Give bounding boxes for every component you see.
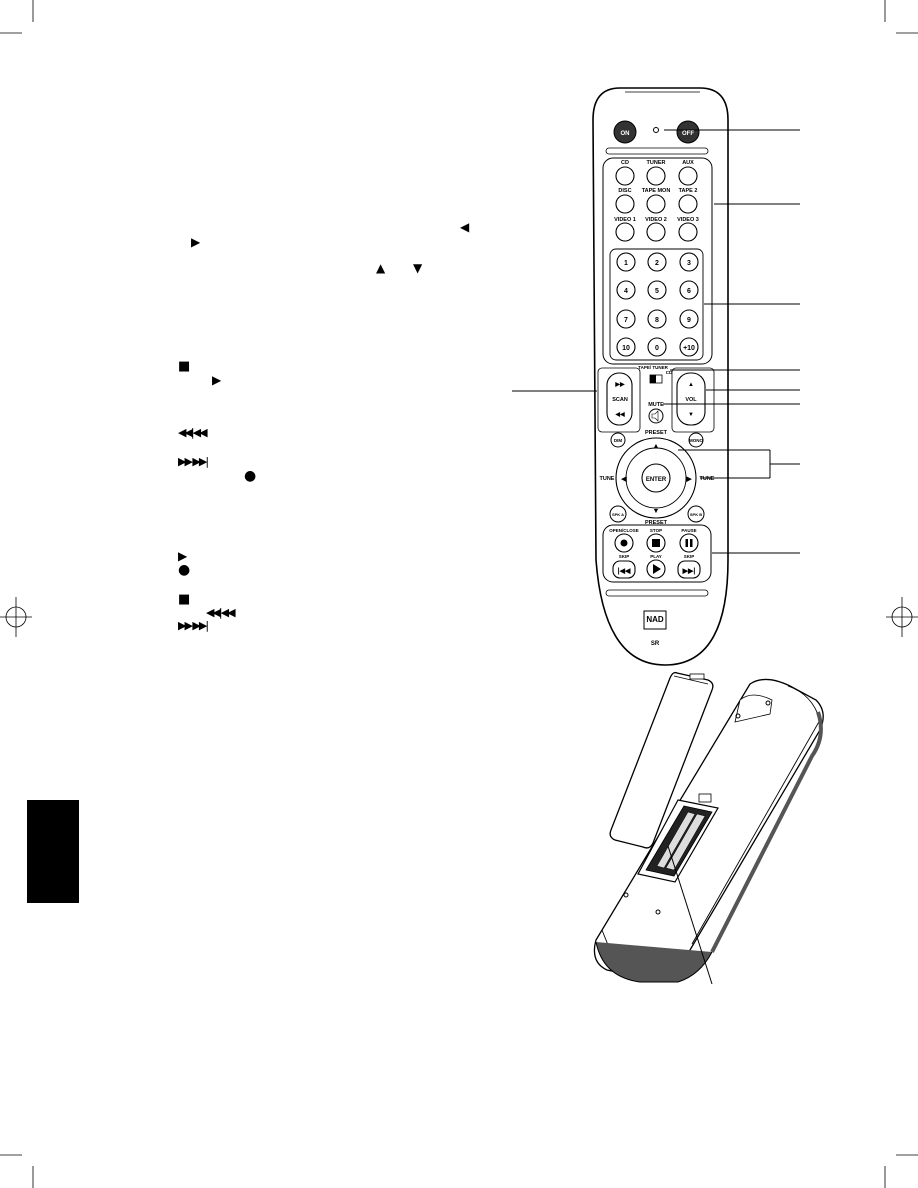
- play-label: PLAY: [650, 554, 662, 559]
- skip-label-left: SKIP: [619, 554, 630, 559]
- tune-left-icon[interactable]: ◀: [620, 476, 627, 483]
- svg-text:▶▶: ▶▶: [614, 381, 625, 388]
- svg-text:▲: ▲: [688, 382, 694, 388]
- forward-skip-icon: ▶▶ ▶▶|: [178, 455, 209, 468]
- battery-cover: [609, 671, 714, 849]
- stop-label: STOP: [650, 528, 662, 533]
- source-label-tape2: TAPE 2: [679, 188, 698, 194]
- svg-text:|◀◀: |◀◀: [618, 568, 631, 575]
- down-arrow-icon: ▼: [413, 261, 423, 275]
- skip-back-button[interactable]: [612, 560, 636, 579]
- left-arrow-icon: ◀: [460, 220, 470, 234]
- key-8[interactable]: 8: [655, 317, 659, 324]
- speaker-a-button[interactable]: [609, 505, 627, 523]
- preset-label-bottom: PRESET: [645, 520, 668, 526]
- dimmer-label: DIM: [614, 438, 623, 443]
- tape-tuner-label: TAPE/ TUNER: [638, 365, 668, 370]
- source-button-tuner[interactable]: [646, 166, 666, 186]
- source-button-disc[interactable]: [615, 194, 635, 214]
- model-label: SR: [651, 641, 660, 647]
- source-label-video2: VIDEO 2: [645, 217, 667, 223]
- scan-rocker[interactable]: [606, 372, 633, 426]
- source-label-tape-mon: TAPE MON: [642, 188, 671, 194]
- record-icon: ●: [178, 562, 191, 578]
- key-plus10[interactable]: +10: [683, 345, 695, 352]
- key-1[interactable]: 1: [624, 260, 628, 267]
- key-10[interactable]: 10: [622, 345, 630, 352]
- key-3[interactable]: 3: [687, 260, 691, 267]
- section-tab: [27, 800, 79, 903]
- tune-label-right: TUNE: [700, 476, 715, 482]
- volume-rocker[interactable]: [676, 372, 706, 426]
- speaker-a-label: SPK A: [612, 512, 624, 517]
- svg-text:▼: ▼: [688, 412, 694, 418]
- key-2[interactable]: 2: [655, 260, 659, 267]
- remote-battery-diagram: [593, 671, 824, 985]
- play-icon: ▶: [212, 373, 222, 387]
- key-4[interactable]: 4: [624, 288, 628, 295]
- vol-label: VOL: [685, 397, 697, 403]
- mute-speaker-icon: [651, 410, 659, 422]
- skip-label-right: SKIP: [684, 554, 695, 559]
- open-close-label: OPEN/CLOSE: [609, 528, 639, 533]
- nad-logo: [643, 610, 667, 630]
- source-label-video3: VIDEO 3: [677, 217, 699, 223]
- source-button-aux[interactable]: [678, 166, 698, 186]
- mute-button[interactable]: [648, 408, 664, 424]
- stop-icon: ■: [178, 359, 191, 374]
- key-9[interactable]: 9: [687, 317, 691, 324]
- source-button-tape2[interactable]: [678, 194, 698, 214]
- source-button-tape-mon[interactable]: [646, 194, 666, 214]
- record-icon: ●: [244, 468, 257, 484]
- svg-text:◀◀: ◀◀: [614, 411, 625, 418]
- svg-text:▶▶|: ▶▶|: [682, 568, 696, 575]
- pause-label: PAUSE: [681, 528, 696, 533]
- speaker-b-button[interactable]: [687, 505, 705, 523]
- skip-forward-button[interactable]: [677, 560, 701, 579]
- stop-icon: ■: [178, 592, 191, 607]
- dimmer-button[interactable]: [610, 432, 626, 448]
- source-button-video2[interactable]: [646, 222, 666, 242]
- key-0[interactable]: 0: [655, 345, 659, 352]
- speaker-b-label: SPK B: [690, 512, 702, 517]
- tune-right-icon[interactable]: ▶: [685, 476, 692, 483]
- cd-switch-label: CD: [666, 370, 673, 375]
- key-6[interactable]: 6: [687, 288, 691, 295]
- enter-button[interactable]: [641, 463, 671, 493]
- source-button-cd[interactable]: [615, 166, 635, 186]
- mono-label: MONO: [689, 438, 703, 443]
- source-button-video1[interactable]: [615, 222, 635, 242]
- preset-up-icon[interactable]: ▲: [653, 443, 660, 450]
- key-5[interactable]: 5: [655, 288, 659, 295]
- source-label-disc: DISC: [618, 188, 631, 194]
- tune-label-left: TUNE: [600, 476, 615, 482]
- on-button[interactable]: ON: [621, 131, 630, 137]
- rewind-skip-back-icon: ◀◀|◀◀: [206, 606, 236, 619]
- rewind-skip-back-icon: ◀◀|◀◀: [178, 426, 208, 439]
- preset-down-icon[interactable]: ▼: [653, 508, 660, 515]
- remote-control-front: ON OFF CD TUNER AUX DISC TAPE MON TAPE 2…: [512, 87, 800, 666]
- source-label-tuner: TUNER: [647, 160, 666, 166]
- source-label-aux: AUX: [682, 160, 694, 166]
- source-label-cd: CD: [621, 160, 629, 166]
- mute-label: MUTE: [648, 402, 664, 408]
- mono-button[interactable]: [688, 432, 704, 448]
- source-label-video1: VIDEO 1: [614, 217, 636, 223]
- play-icon: ▶: [178, 549, 188, 563]
- up-arrow-icon: ▲: [376, 261, 386, 275]
- brand-label: NAD: [646, 615, 664, 624]
- scan-label: SCAN: [612, 397, 628, 403]
- forward-skip-icon: ▶▶ ▶▶|: [178, 619, 209, 632]
- right-arrow-icon: ▶: [191, 235, 201, 249]
- pause-button[interactable]: [679, 533, 699, 553]
- off-button[interactable]: OFF: [682, 131, 694, 137]
- preset-label-top: PRESET: [645, 430, 668, 436]
- source-button-video3[interactable]: [678, 222, 698, 242]
- enter-label: ENTER: [646, 477, 667, 483]
- key-7[interactable]: 7: [624, 317, 628, 324]
